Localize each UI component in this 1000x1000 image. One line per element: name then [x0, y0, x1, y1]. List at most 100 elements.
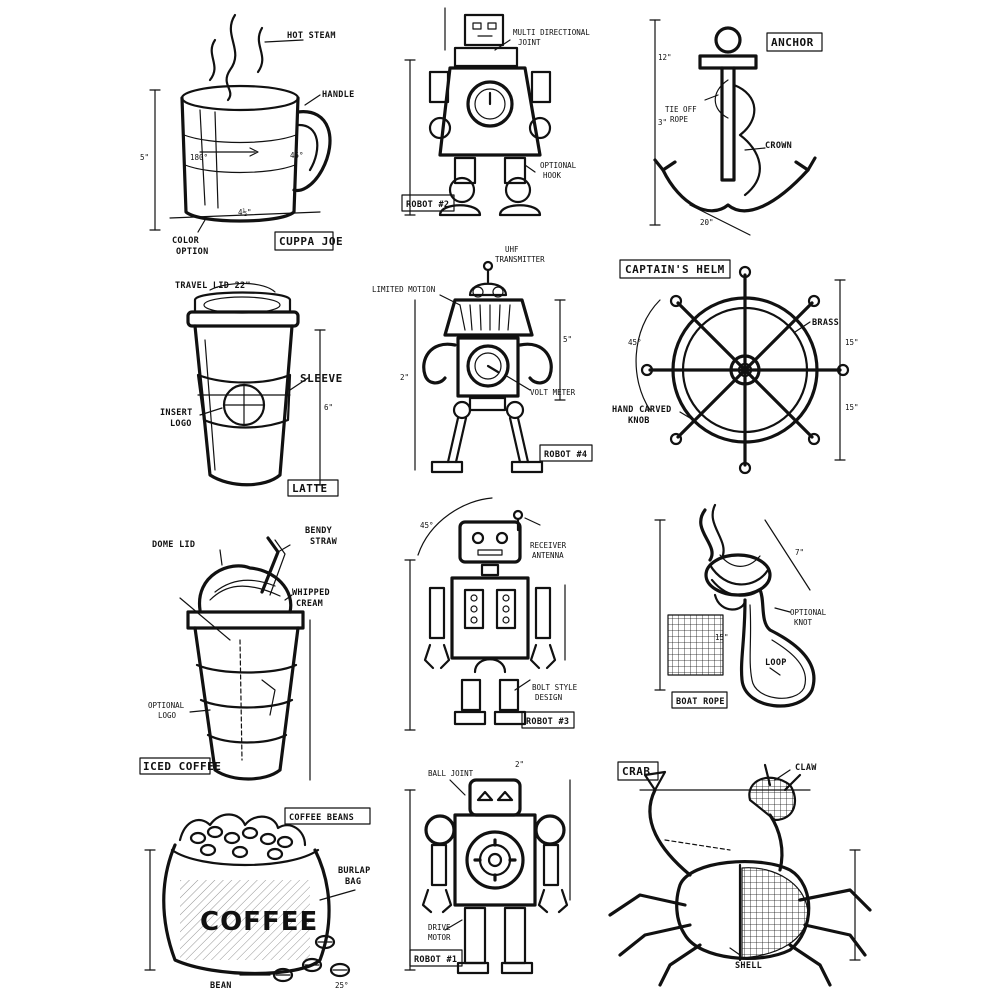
- bolt-label-b: DESIGN: [535, 693, 562, 702]
- handle-angle-dim: 45°: [290, 151, 304, 160]
- panel-robot-2: MULTI DIRECTIONAL JOINT OPTIONAL HOOK RO…: [401, 7, 590, 217]
- logo-label-b: LOGO: [170, 419, 192, 429]
- panel-robot-4: UHF TRANSMITTER LIMITED MOTION VOLT METE…: [372, 245, 593, 474]
- panel-cuppa-joe: HOT STEAM HANDLE COLOR OPTION 5" 4½" 180…: [140, 13, 355, 257]
- ball-label: BALL JOINT: [428, 769, 474, 778]
- panel-title: ROBOT #4: [544, 450, 587, 460]
- knob-label-b: KNOB: [628, 416, 650, 426]
- coffee-bag-icon: [162, 813, 331, 976]
- height-dim: 5": [140, 153, 149, 162]
- panel-crab: CRAB CLAW SHELL: [608, 761, 872, 987]
- panel-title: CUPPA JOE: [279, 235, 343, 248]
- width-dim: 4½": [238, 208, 252, 217]
- logo-label-a: OPTIONAL: [148, 701, 185, 710]
- dim-3: 3": [658, 118, 667, 127]
- logo-label-a: INSERT: [160, 408, 193, 418]
- color-label: COLOR: [172, 236, 200, 246]
- option-label: OPTION: [176, 247, 209, 257]
- robot-icon: [423, 509, 557, 726]
- panel-title: ROBOT #1: [414, 955, 457, 965]
- joint-label-a: MULTI DIRECTIONAL: [513, 28, 590, 37]
- iced-coffee-icon: [186, 536, 305, 781]
- dome-label: DOME LID: [152, 540, 195, 550]
- panel-anchor: ANCHOR TIE OFF ROPE CROWN 12" 20" 3": [649, 19, 823, 236]
- dim-1: 12": [658, 53, 672, 62]
- panel-title: COFFEE BEANS: [289, 813, 354, 823]
- panel-title: BOAT ROPE: [676, 697, 725, 707]
- knob-label-a: HAND CARVED: [612, 405, 672, 415]
- robot-icon: [421, 778, 569, 975]
- panel-latte: TRAVEL LID 22" SLEEVE INSERT LOGO 6" LAT…: [160, 281, 343, 497]
- bag-text: COFFEE: [200, 907, 318, 937]
- steam-icon: [208, 13, 264, 102]
- straw-label-b: STRAW: [310, 537, 338, 547]
- panel-coffee-beans: COFFEE COFFEE BEANS BURLAP BAG BEAN 25°: [144, 807, 371, 991]
- crown-label: CROWN: [765, 141, 792, 151]
- drive-label-a: DRIVE: [428, 923, 451, 932]
- panel-title: ROBOT #3: [526, 717, 569, 727]
- panel-helm: CAPTAIN'S HELM BRASS HAND CARVED KNOB 45…: [612, 259, 859, 475]
- lid-label: TRAVEL LID 22": [175, 281, 251, 291]
- ships-wheel-icon: [640, 265, 850, 475]
- panel-title: LATTE: [292, 482, 328, 495]
- dimension-lines: [149, 39, 334, 251]
- tie-label-b: ROPE: [670, 115, 689, 124]
- steam-label: HOT STEAM: [287, 31, 336, 41]
- shell-label: SHELL: [735, 961, 762, 971]
- angle-dim: 45°: [628, 338, 642, 347]
- panel-title: ANCHOR: [771, 36, 814, 49]
- angle-dim: 25°: [335, 981, 349, 990]
- sleeve-label: SLEEVE: [300, 372, 343, 385]
- dim-1: 15": [715, 633, 729, 642]
- bean-label: BEAN: [210, 981, 232, 991]
- robot-icon: [428, 13, 552, 217]
- dim-2: 2": [400, 373, 409, 382]
- height-dim: 6": [324, 403, 333, 412]
- meter-label: VOLT METER: [530, 388, 576, 397]
- dim-1: 5": [563, 335, 572, 344]
- dim-1: 2": [515, 760, 524, 769]
- knot-label-b: KNOT: [794, 618, 813, 627]
- drive-label-b: MOTOR: [428, 933, 451, 942]
- bolt-label-a: BOLT STYLE: [532, 683, 578, 692]
- dim-2: 15": [845, 403, 859, 412]
- knot-label-a: OPTIONAL: [790, 608, 827, 617]
- panel-title: CAPTAIN'S HELM: [625, 263, 725, 276]
- logo-label-b: LOGO: [158, 711, 177, 720]
- anchor-icon: [653, 26, 817, 213]
- robot-icon: [422, 260, 553, 474]
- dim-2: 7": [795, 548, 804, 557]
- straw-label-a: BENDY: [305, 526, 333, 536]
- tie-label-a: TIE OFF: [665, 105, 697, 114]
- coffee-bean-icons: [272, 934, 351, 983]
- handle-label: HANDLE: [322, 90, 355, 100]
- antenna-label-a: UHF: [505, 245, 519, 254]
- cream-label-a: WHIPPED: [292, 588, 330, 598]
- hook-label-a: OPTIONAL: [540, 161, 577, 170]
- crab-icon: [608, 763, 872, 987]
- antenna-label-a: RECEIVER: [530, 541, 567, 550]
- brass-label: BRASS: [812, 318, 839, 328]
- dim-1: 15": [845, 338, 859, 347]
- panel-title: ICED COFFEE: [143, 760, 221, 773]
- travel-cup-icon: [186, 291, 300, 487]
- panel-boat-rope: OPTIONAL KNOT LOOP 15" 7" BOAT ROPE: [654, 503, 827, 709]
- motion-label: LIMITED MOTION: [372, 285, 435, 294]
- panel-robot-3: 45° RECEIVER ANTENNA BOLT STYLE DESIGN R…: [404, 497, 578, 731]
- burlap-label-b: BAG: [345, 877, 361, 887]
- joint-label-b: JOINT: [518, 38, 541, 47]
- angle-dim: 45°: [420, 521, 434, 530]
- dim-2: 20": [700, 218, 714, 227]
- cream-label-b: CREAM: [296, 599, 323, 609]
- panel-title: ROBOT #2: [406, 200, 449, 210]
- loop-label: LOOP: [765, 658, 787, 668]
- panel-title: CRAB: [622, 765, 651, 778]
- claw-label: CLAW: [795, 763, 817, 773]
- panel-robot-1: BALL JOINT DRIVE MOTOR 2" ROBOT #1: [404, 760, 571, 975]
- burlap-label-a: BURLAP: [338, 866, 371, 876]
- panel-iced-coffee: DOME LID BENDY STRAW WHIPPED CREAM OPTIO…: [139, 526, 338, 781]
- angle-dim: 180°: [190, 153, 208, 162]
- antenna-label-b: TRANSMITTER: [495, 255, 545, 264]
- antenna-label-b: ANTENNA: [532, 551, 564, 560]
